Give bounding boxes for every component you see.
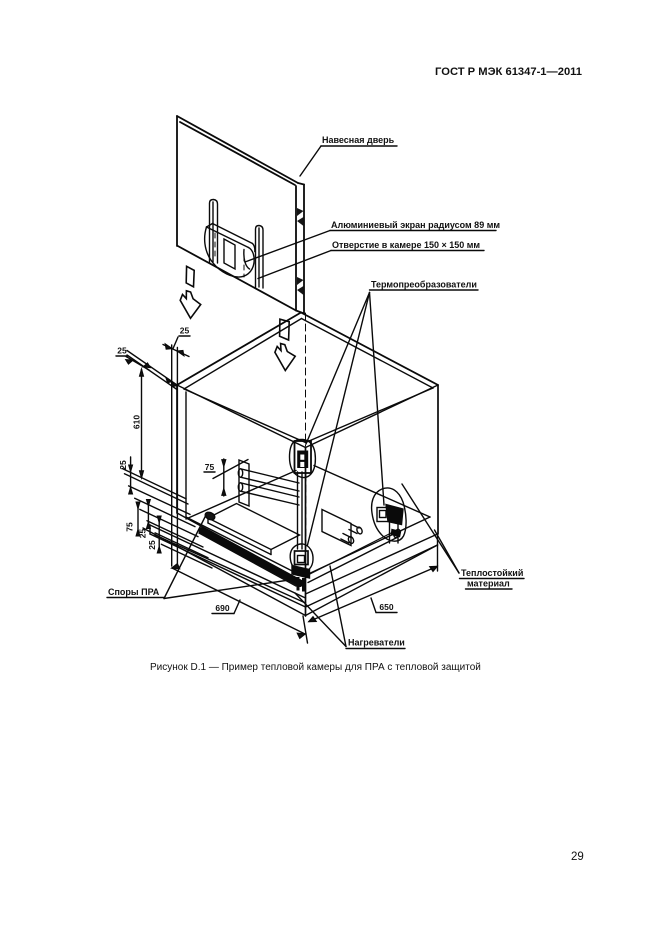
- svg-text:Споры ПРА: Споры ПРА: [108, 587, 160, 597]
- svg-text:29: 29: [571, 851, 584, 863]
- svg-text:25: 25: [180, 326, 190, 336]
- svg-text:ГОСТ Р МЭК 61347-1—2011: ГОСТ Р МЭК 61347-1—2011: [435, 66, 582, 78]
- svg-text:25: 25: [147, 540, 157, 550]
- svg-text:Алюминиевый экран радиусом 89: Алюминиевый экран радиусом 89 мм: [331, 220, 500, 230]
- svg-text:650: 650: [379, 602, 393, 612]
- svg-text:Термопреобразователи: Термопреобразователи: [371, 280, 477, 290]
- svg-text:Нагреватели: Нагреватели: [348, 638, 405, 648]
- svg-text:75: 75: [125, 522, 135, 532]
- svg-text:25: 25: [118, 460, 128, 470]
- svg-text:75: 75: [205, 462, 215, 472]
- svg-text:690: 690: [215, 603, 229, 613]
- svg-text:25: 25: [138, 529, 148, 539]
- svg-text:25: 25: [117, 346, 127, 356]
- svg-text:Теплостойкий: Теплостойкий: [461, 568, 523, 578]
- svg-text:материал: материал: [467, 579, 510, 589]
- svg-text:Навесная дверь: Навесная дверь: [322, 135, 395, 145]
- svg-text:Отверстие в камере 150 × 150 м: Отверстие в камере 150 × 150 мм: [332, 240, 480, 250]
- svg-text:Рисунок D.1 — Пример тепловой: Рисунок D.1 — Пример тепловой камеры для…: [150, 662, 481, 673]
- svg-text:610: 610: [132, 415, 142, 429]
